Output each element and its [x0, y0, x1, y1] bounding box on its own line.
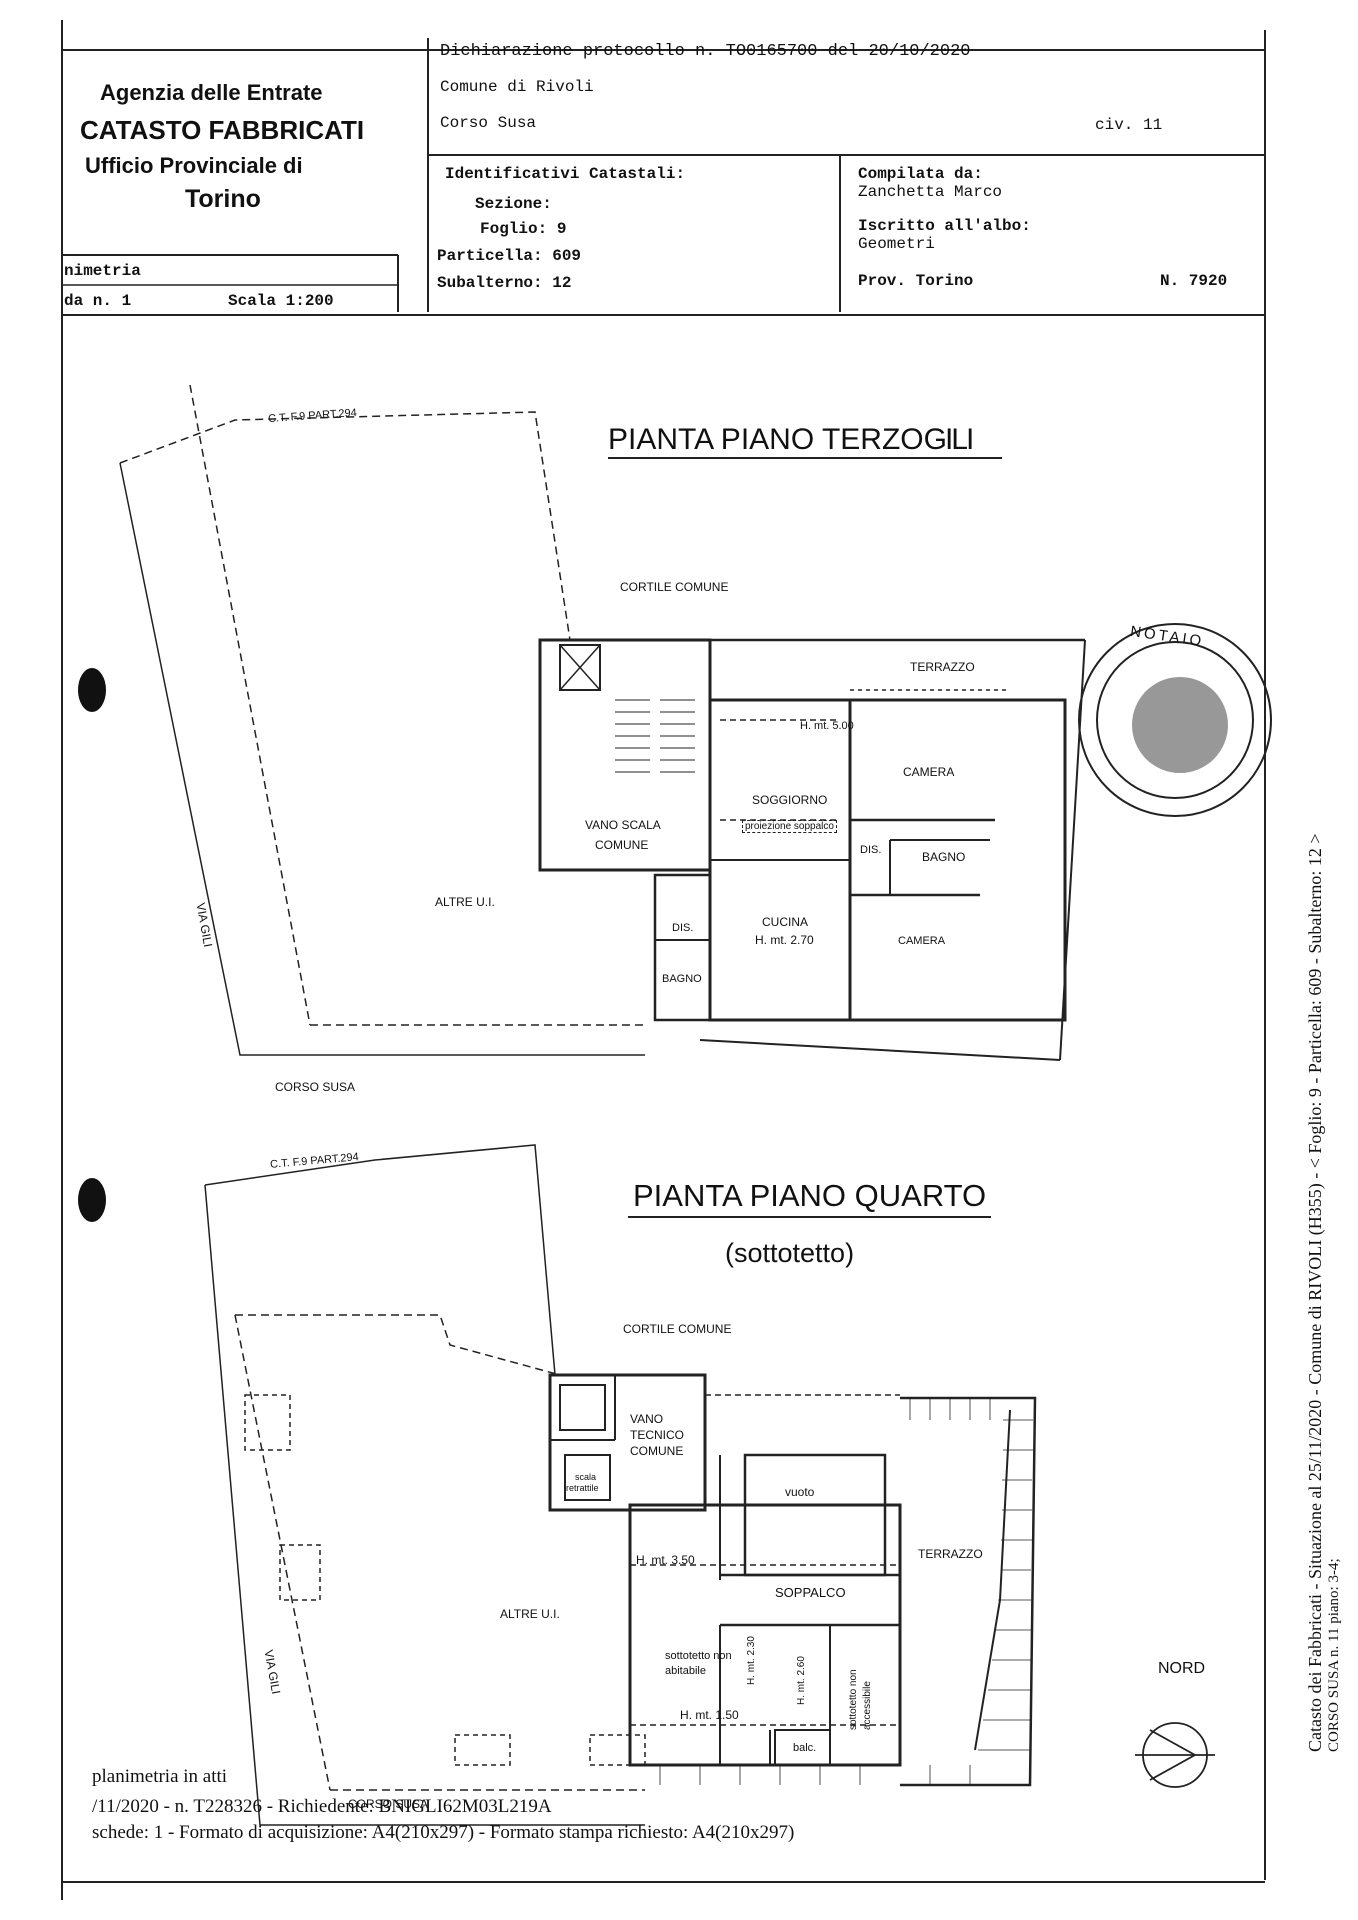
footer-line-3: schede: 1 - Formato di acquisizione: A4(…: [92, 1822, 795, 1843]
catasto-title: CATASTO FABBRICATI: [80, 115, 365, 145]
nord-label: NORD: [1158, 1660, 1206, 1677]
plan-bottom-title: PIANTA PIANO QUARTO: [628, 1178, 992, 1218]
room-camera-2: CAMERA: [898, 935, 946, 947]
scala-retrattile-2: retrattile: [566, 1483, 599, 1493]
side-note-2: CORSO SUSA n. 11 piano: 3-4;: [1326, 1558, 1342, 1752]
declaration-line: Dichiarazione protocollo n. TO0165700 de…: [440, 42, 971, 61]
room-soggiorno: SOGGIORNO: [752, 793, 828, 807]
compilata-name: Zanchetta Marco: [858, 183, 1003, 201]
plan-top-title: PIANTA PIANO TERZOGILI: [608, 423, 1003, 459]
room-vano-scala-1: VANO SCALA: [585, 818, 661, 832]
north-arrow-icon: [1143, 1723, 1207, 1787]
compilata-label: Compilata da:: [858, 165, 983, 183]
albo-value: Geometri: [858, 235, 935, 253]
numero-field: N. 7920: [1160, 272, 1228, 290]
footer-line-2: /11/2020 - n. T228326 - Richiedente: BNI…: [92, 1796, 552, 1817]
room-bagno-1: BAGNO: [922, 850, 966, 864]
prov-field: Prov. Torino: [858, 272, 974, 290]
provincia-label: Torino: [185, 185, 261, 213]
height-label-260: H. mt. 2.60: [796, 1656, 807, 1705]
altre-ui-bottom: ALTRE U.I.: [500, 1607, 560, 1621]
scala-retrattile-1: scala: [575, 1472, 597, 1482]
cortile-label-bottom: CORTILE COMUNE: [623, 1322, 732, 1336]
sottotetto-abitabile-1: sottotetto non: [665, 1650, 732, 1662]
sottotetto-accessibile-2: accessibile: [862, 1681, 873, 1730]
address-line: Corso Susa: [440, 114, 537, 132]
subalterno-field: Subalterno: 12: [437, 274, 572, 292]
terrazzo-label-top: TERRAZZO: [910, 660, 975, 674]
footer-line-1: planimetria in atti: [92, 1766, 228, 1787]
altre-ui-top: ALTRE U.I.: [435, 895, 495, 909]
vano-tecnico-1: VANO: [630, 1412, 664, 1426]
corso-susa-top: CORSO SUSA: [275, 1080, 356, 1094]
balcone-label: balc.: [793, 1742, 817, 1754]
room-vano-scala-2: COMUNE: [595, 838, 649, 852]
room-vuoto: vuoto: [785, 1485, 815, 1499]
ufficio-label: Ufficio Provinciale di: [85, 153, 303, 178]
civico-line: civ. 11: [1095, 116, 1163, 134]
proiezione-label: proiezione soppalco: [742, 820, 837, 833]
foglio-field: Foglio: 9: [480, 220, 567, 238]
room-soppalco: SOPPALCO: [775, 1585, 846, 1600]
cortile-label-top: CORTILE COMUNE: [620, 580, 729, 594]
sezione-field: Sezione:: [475, 195, 552, 213]
particella-field: Particella: 609: [437, 247, 582, 265]
sottotetto-abitabile-2: abitabile: [665, 1665, 706, 1677]
height-label-500: H. mt. 5.00: [800, 720, 854, 732]
height-label-270: H. mt. 2.70: [755, 933, 814, 947]
vano-tecnico-2: TECNICO: [630, 1428, 684, 1442]
room-dis-2: DIS.: [672, 922, 694, 934]
corso-susa-bottom: CORSO SUSA: [348, 1797, 429, 1811]
scheda-label: da n. 1: [64, 292, 132, 310]
room-camera-1: CAMERA: [903, 765, 955, 779]
sottotetto-accessibile-1: sottotetto non: [848, 1669, 859, 1730]
planimetria-label: nimetria: [64, 262, 141, 280]
room-dis-1: DIS.: [860, 844, 882, 856]
height-label-150: H. mt. 1.50: [680, 1708, 739, 1722]
height-label-230: H. mt. 2.30: [746, 1636, 757, 1685]
comune-line: Comune di Rivoli: [440, 78, 594, 96]
side-note: Catasto dei Fabbricati - Situazione al 2…: [1305, 833, 1325, 1752]
scala-label: Scala 1:200: [228, 292, 334, 310]
plan-bottom-subtitle: (sottotetto): [725, 1238, 855, 1268]
iscritto-label: Iscritto all'albo:: [858, 217, 1031, 235]
height-label-350: H. mt. 3.50: [636, 1553, 695, 1567]
vano-tecnico-3: COMUNE: [630, 1444, 684, 1458]
room-bagno-2: BAGNO: [662, 973, 702, 985]
room-cucina: CUCINA: [762, 915, 809, 929]
terrazzo-label-bottom: TERRAZZO: [918, 1547, 983, 1561]
ident-title: Identificativi Catastali:: [445, 165, 686, 183]
agency-name: Agenzia delle Entrate: [100, 80, 323, 105]
